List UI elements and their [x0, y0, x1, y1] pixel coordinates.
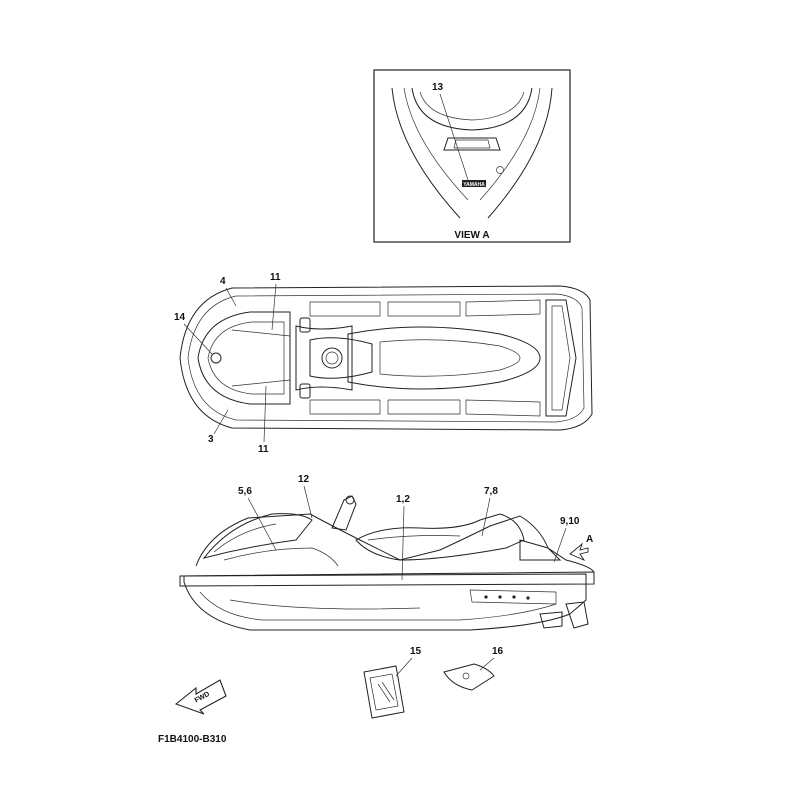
callout-3: 3 — [208, 434, 214, 445]
view-a-inset: YAMAHA 13 VIEW A — [373, 69, 571, 243]
steering-hub — [321, 347, 343, 369]
leader-9-10 — [553, 527, 567, 563]
side-seat — [355, 513, 525, 561]
side-hood — [202, 513, 313, 559]
top-seat — [347, 326, 541, 390]
leader-4 — [225, 287, 237, 307]
decal-16-shape — [443, 663, 495, 691]
callout-11-bottom: 11 — [258, 444, 269, 455]
top-hull-outline — [179, 285, 593, 431]
callout-15: 15 — [410, 646, 422, 657]
view-a-frame — [373, 69, 571, 243]
callout-12: 12 — [298, 474, 310, 485]
callout-16: 16 — [492, 646, 504, 657]
leader-13 — [439, 93, 469, 181]
leader-12 — [303, 485, 313, 519]
view-a-yamaha-decal — [462, 180, 486, 187]
callout-4: 4 — [220, 276, 226, 287]
top-handlebar-pod — [295, 325, 353, 391]
callout-14: 14 — [174, 312, 186, 323]
leader-14 — [183, 323, 213, 355]
view-a-seat-curve — [411, 87, 533, 131]
fwd-arrow-shape — [174, 679, 227, 715]
view-a-arrow — [569, 542, 589, 562]
decal-16: 16 — [443, 646, 504, 691]
side-nozzle — [565, 601, 589, 629]
view-a-hatch — [443, 137, 501, 151]
top-stern — [545, 299, 577, 417]
handlebar-grip-left — [299, 317, 311, 333]
leader-7-8 — [481, 497, 491, 537]
top-console — [309, 337, 373, 379]
side-rear-deck — [519, 539, 562, 561]
arrow-a-label: A — [586, 534, 593, 545]
decal-15-shape — [363, 665, 405, 719]
leader-15 — [395, 657, 413, 677]
side-hull-lower — [183, 573, 587, 631]
leader-11-top — [271, 283, 277, 331]
leader-11-bottom — [263, 385, 267, 443]
top-bow-panel — [197, 311, 291, 405]
top-view-craft: 4 11 14 3 11 — [174, 272, 593, 455]
view-a-label: VIEW A — [454, 230, 489, 241]
side-ride-plate — [539, 611, 563, 629]
leader-16 — [479, 657, 495, 671]
view-a-hull-right — [487, 87, 553, 219]
side-view-craft: 12 5,6 1,2 7,8 9,10 A — [179, 474, 595, 631]
callout-1-2: 1,2 — [396, 494, 410, 505]
callout-9-10: 9,10 — [560, 516, 580, 527]
leader-5-6 — [247, 497, 277, 551]
top-mats-upper — [309, 299, 541, 317]
bow-eye — [210, 352, 222, 364]
callout-7-8: 7,8 — [484, 486, 498, 497]
callout-5-6: 5,6 — [238, 486, 252, 497]
fwd-arrow-decal: FWD — [174, 679, 227, 715]
side-stripe-56 — [223, 547, 339, 567]
top-mats-lower — [309, 399, 541, 417]
side-handlebar — [331, 495, 357, 531]
yamaha-decal-text: YAMAHA — [463, 182, 485, 188]
callout-11-top: 11 — [270, 272, 281, 283]
leader-3 — [213, 409, 229, 435]
figure-code: F1B4100-B310 — [158, 734, 227, 745]
leader-1-2 — [401, 505, 405, 581]
side-gunwale — [179, 571, 595, 587]
handlebar-grip-right — [299, 383, 311, 399]
decal-15: 15 — [363, 646, 422, 719]
side-sponson — [469, 589, 557, 605]
callout-13: 13 — [432, 82, 444, 93]
side-deck-outline — [195, 513, 595, 573]
view-a-cap — [496, 166, 504, 174]
view-a-hull-left — [391, 87, 461, 219]
